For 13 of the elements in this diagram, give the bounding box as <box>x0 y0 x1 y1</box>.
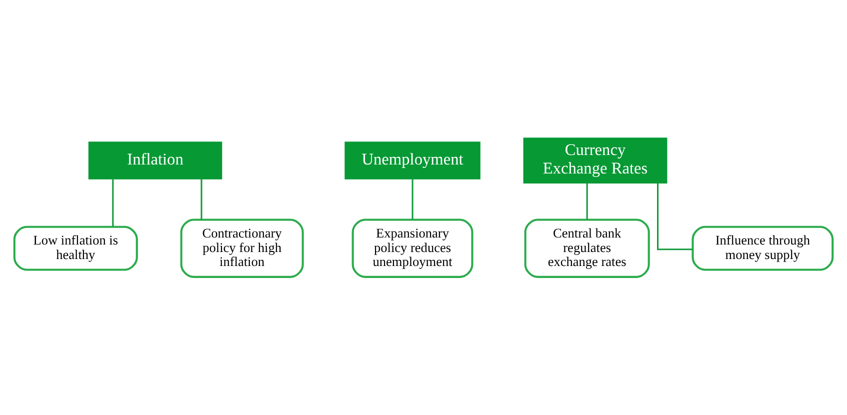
node-box: Central bank regulates exchange rates <box>524 218 650 278</box>
connector <box>200 179 202 220</box>
connector <box>112 179 114 227</box>
node-box: Contractionary policy for high inflation <box>180 218 304 278</box>
node-box: Inflation <box>88 142 222 180</box>
connector <box>412 179 414 220</box>
connector <box>586 183 588 220</box>
node-box: Low inflation is healthy <box>13 226 138 271</box>
connector <box>657 183 693 250</box>
node-box: Unemployment <box>344 142 480 180</box>
node-box: Influence through money supply <box>692 226 834 271</box>
node-box: Expansionary policy reduces unemployment <box>352 218 474 278</box>
node-box: Currency Exchange Rates <box>523 138 668 184</box>
